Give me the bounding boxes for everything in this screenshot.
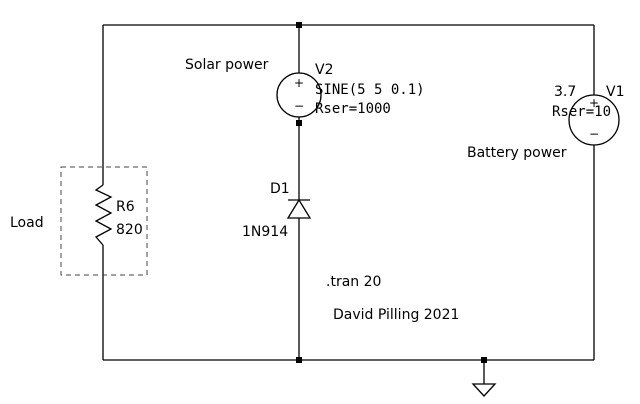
load-label: Load — [10, 215, 44, 231]
voltage-source-v2-icon — [276, 72, 322, 118]
solar-power-label: Solar power — [185, 57, 269, 73]
v2-name: V2 — [315, 62, 333, 78]
v2-plus-icon: + — [294, 76, 304, 90]
v1-plus-icon: + — [589, 96, 599, 110]
ground-icon — [471, 383, 497, 397]
v1-value: 3.7 — [554, 84, 576, 100]
v2-spec: SINE(5 5 0.1) — [315, 82, 425, 98]
voltage-source-v1-icon — [568, 94, 620, 146]
r6-name: R6 — [116, 199, 135, 215]
battery-power-label: Battery power — [467, 145, 567, 161]
author-label: David Pilling 2021 — [333, 307, 459, 323]
wires — [102, 24, 595, 384]
d1-model: 1N914 — [242, 224, 288, 240]
v2-minus-icon: − — [294, 99, 304, 113]
v1-rser: Rser=10 — [552, 104, 611, 120]
v1-minus-icon: − — [589, 127, 599, 141]
junction-nodes — [296, 22, 487, 363]
resistor-r6-icon — [94, 184, 113, 246]
diode-d1-icon — [286, 198, 312, 219]
node-bottom-ground — [481, 357, 487, 363]
v2-rser: Rser=1000 — [315, 101, 391, 117]
v1-name: V1 — [606, 84, 624, 100]
load-dashed-box — [60, 166, 148, 276]
node-v2-bottom — [296, 120, 302, 126]
r6-value: 820 — [116, 222, 143, 238]
node-top — [296, 22, 302, 28]
tran-directive: .tran 20 — [326, 274, 381, 290]
d1-name: D1 — [270, 181, 290, 197]
node-bottom-mid — [296, 357, 302, 363]
